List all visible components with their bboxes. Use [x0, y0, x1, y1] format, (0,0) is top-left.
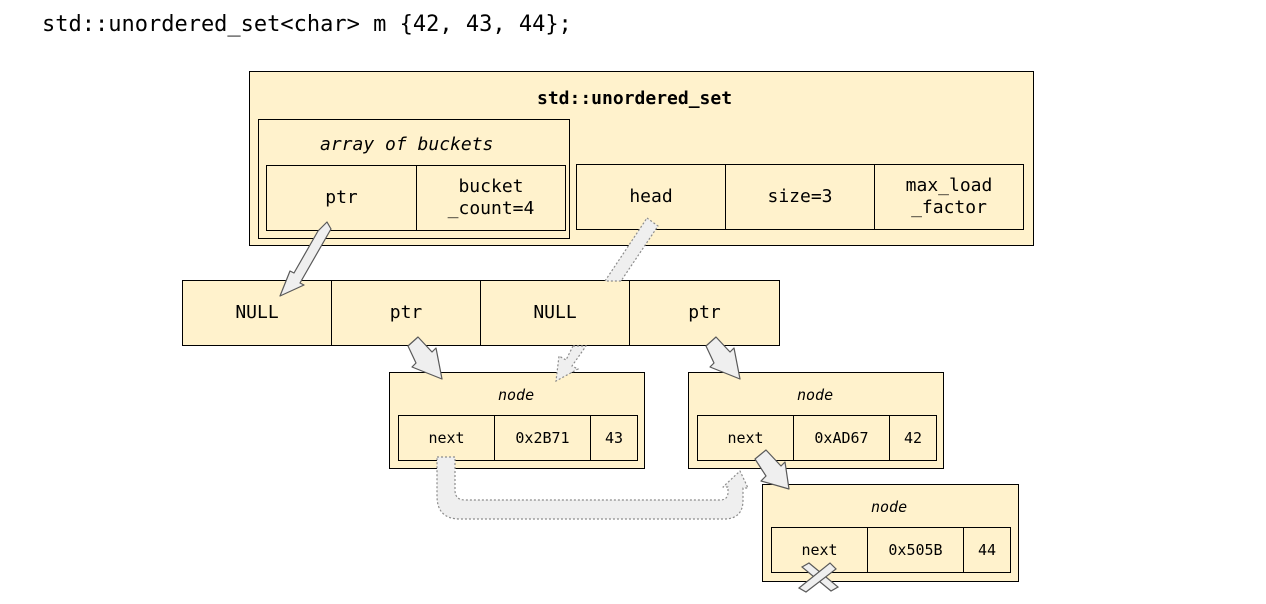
node-hash-cell: 0x505B — [867, 527, 964, 573]
node-hash-cell: 0xAD67 — [793, 415, 890, 461]
node-hash-cell: 0x2B71 — [494, 415, 591, 461]
bucket-0: NULL — [182, 280, 332, 346]
node-title: node — [797, 386, 834, 404]
code-declaration: std::unordered_set<char> m {42, 43, 44}; — [42, 12, 572, 37]
buckets-ptr-cell: ptr — [266, 165, 417, 231]
node-next-cell: next — [697, 415, 794, 461]
bucket-3: ptr — [629, 280, 780, 346]
node-value-cell: 43 — [590, 415, 638, 461]
node-next-cell: next — [771, 527, 868, 573]
unordered-set-box: std::unordered_set array of buckets ptr … — [249, 71, 1034, 246]
size-cell: size=3 — [725, 164, 875, 230]
node-43: node next 0x2B71 43 — [389, 372, 645, 469]
bucket-count-cell: bucket _count=4 — [416, 165, 566, 231]
bucket-1: ptr — [331, 280, 481, 346]
max-load-factor-cell: max_load _factor — [874, 164, 1024, 230]
node-value-cell: 44 — [963, 527, 1011, 573]
set-title: std::unordered_set — [537, 88, 733, 109]
bucket-array-group: array of buckets ptr bucket _count=4 — [258, 119, 570, 239]
node-value-cell: 42 — [889, 415, 937, 461]
node-title: node — [498, 386, 535, 404]
bucket-array-title: array of buckets — [320, 134, 494, 155]
node-title: node — [871, 498, 908, 516]
node-next-cell: next — [398, 415, 495, 461]
bucket-2: NULL — [480, 280, 630, 346]
node-42: node next 0xAD67 42 — [688, 372, 944, 469]
node-44: node next 0x505B 44 — [762, 484, 1019, 582]
head-cell: head — [576, 164, 726, 230]
